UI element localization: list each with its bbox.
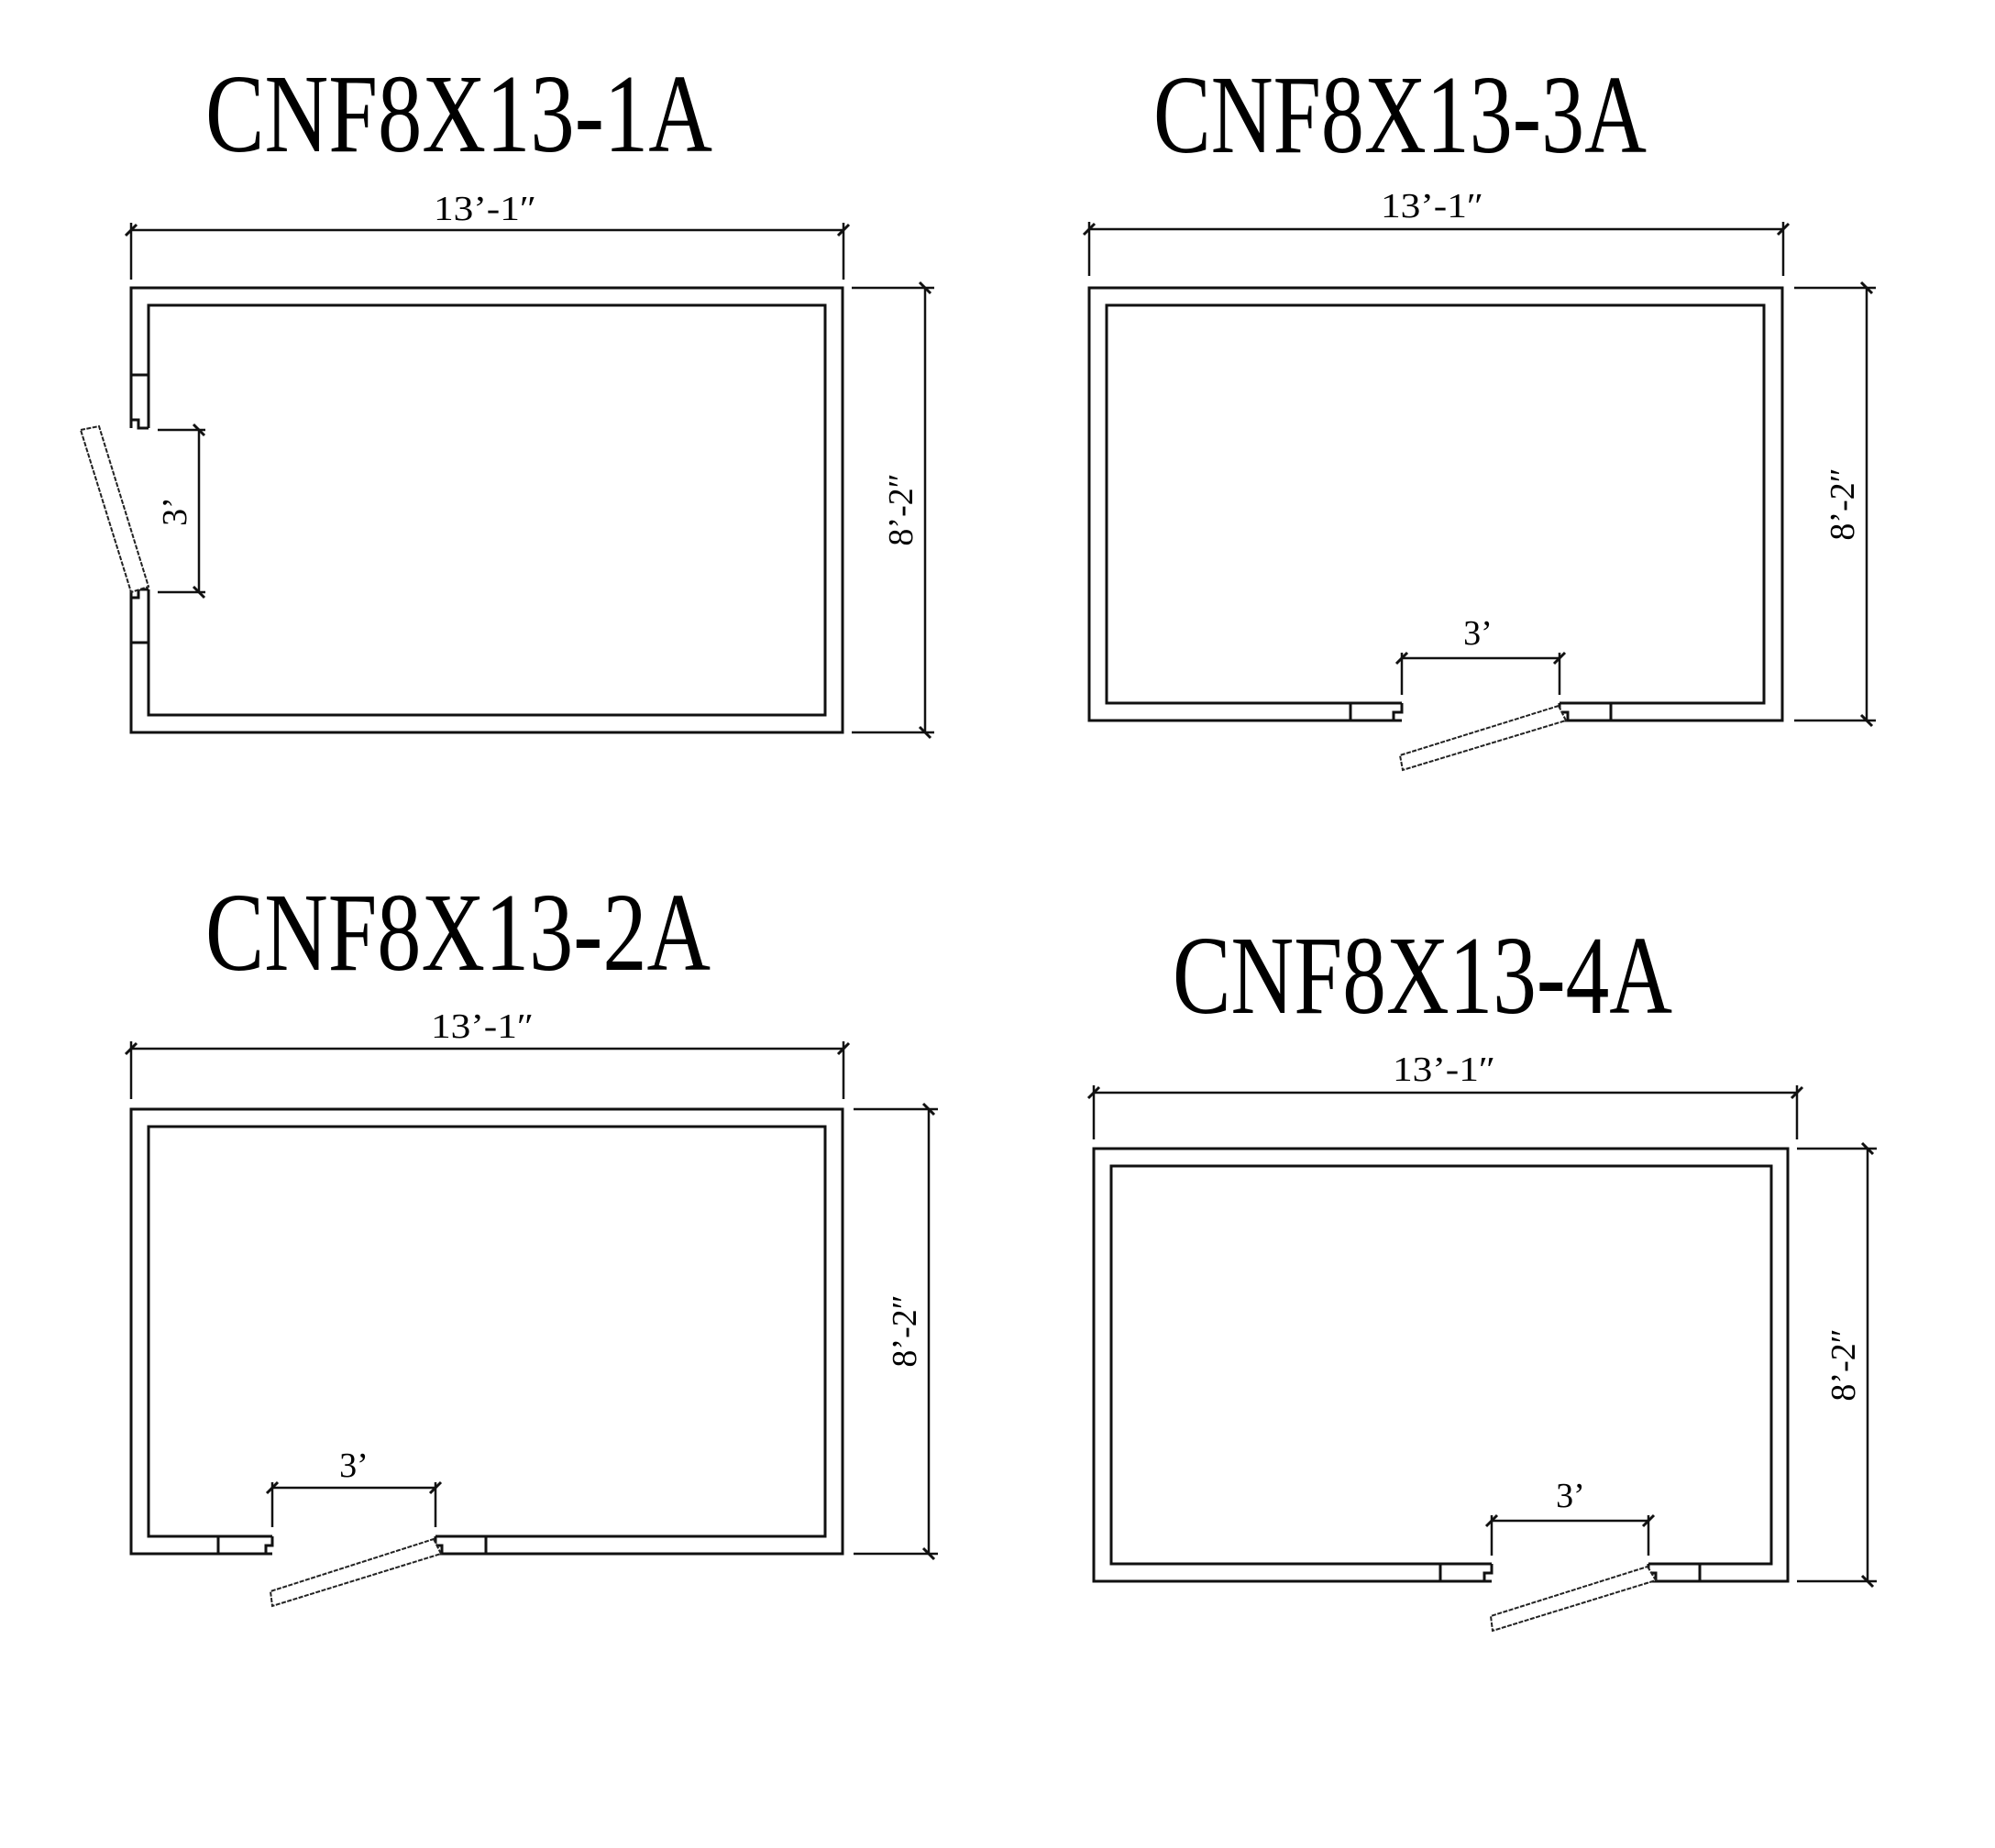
door-width-label: 3’ [339, 1446, 369, 1485]
drawing-title: CNF8X13-3A [1153, 53, 1647, 177]
depth-label: 8’-2″ [1824, 468, 1862, 540]
door-dimension: 3’ [156, 423, 206, 600]
door-width-label: 3’ [1463, 614, 1493, 653]
door-width-label: 3’ [156, 497, 194, 526]
width-label: 13’-1″ [1393, 1050, 1495, 1089]
door-leaf [1398, 704, 1568, 772]
room-walls [129, 1107, 844, 1556]
drawing-title: CNF8X13-1A [205, 52, 712, 176]
drawing-title: CNF8X13-2A [205, 871, 711, 995]
width-dimension: 13’-1″ [124, 1007, 851, 1099]
width-dimension: 13’-1″ [124, 190, 851, 280]
door-dimension: 3’ [1484, 1477, 1656, 1556]
width-label: 13’-1″ [1381, 187, 1483, 226]
door-dimension: 3’ [1394, 614, 1567, 695]
width-dimension: 13’-1″ [1082, 187, 1791, 276]
depth-label: 8’-2″ [1824, 1328, 1863, 1401]
depth-dimension: 8’-2″ [1797, 1141, 1877, 1589]
room-walls [1087, 286, 1784, 722]
room-walls [129, 286, 844, 734]
depth-dimension: 8’-2″ [1794, 280, 1876, 728]
depth-label: 8’-2″ [882, 473, 920, 545]
depth-label: 8’-2″ [886, 1294, 924, 1367]
drawing-title: CNF8X13-4A [1173, 914, 1672, 1038]
drawing-cnf8x13-1a: CNF8X13-1A 13’-1″ [79, 52, 934, 740]
depth-dimension: 8’-2″ [854, 1102, 938, 1561]
door-leaf [79, 424, 150, 594]
width-label: 13’-1″ [431, 1007, 534, 1046]
drawing-cnf8x13-3a: CNF8X13-3A 13’-1″ 3’ [1082, 53, 1876, 772]
door-dimension: 3’ [265, 1446, 443, 1527]
drawing-cnf8x13-4a: CNF8X13-4A 13’-1″ 3’ [1086, 914, 1877, 1633]
width-label: 13’-1″ [434, 190, 536, 228]
drawing-cnf8x13-2a: CNF8X13-2A 13’-1″ 3’ [124, 871, 938, 1608]
door-width-label: 3’ [1556, 1477, 1585, 1515]
room-walls [1092, 1147, 1790, 1583]
depth-dimension: 8’-2″ [852, 280, 934, 740]
door-leaf [1489, 1565, 1658, 1633]
door-leaf [269, 1537, 443, 1608]
width-dimension: 13’-1″ [1086, 1050, 1804, 1139]
